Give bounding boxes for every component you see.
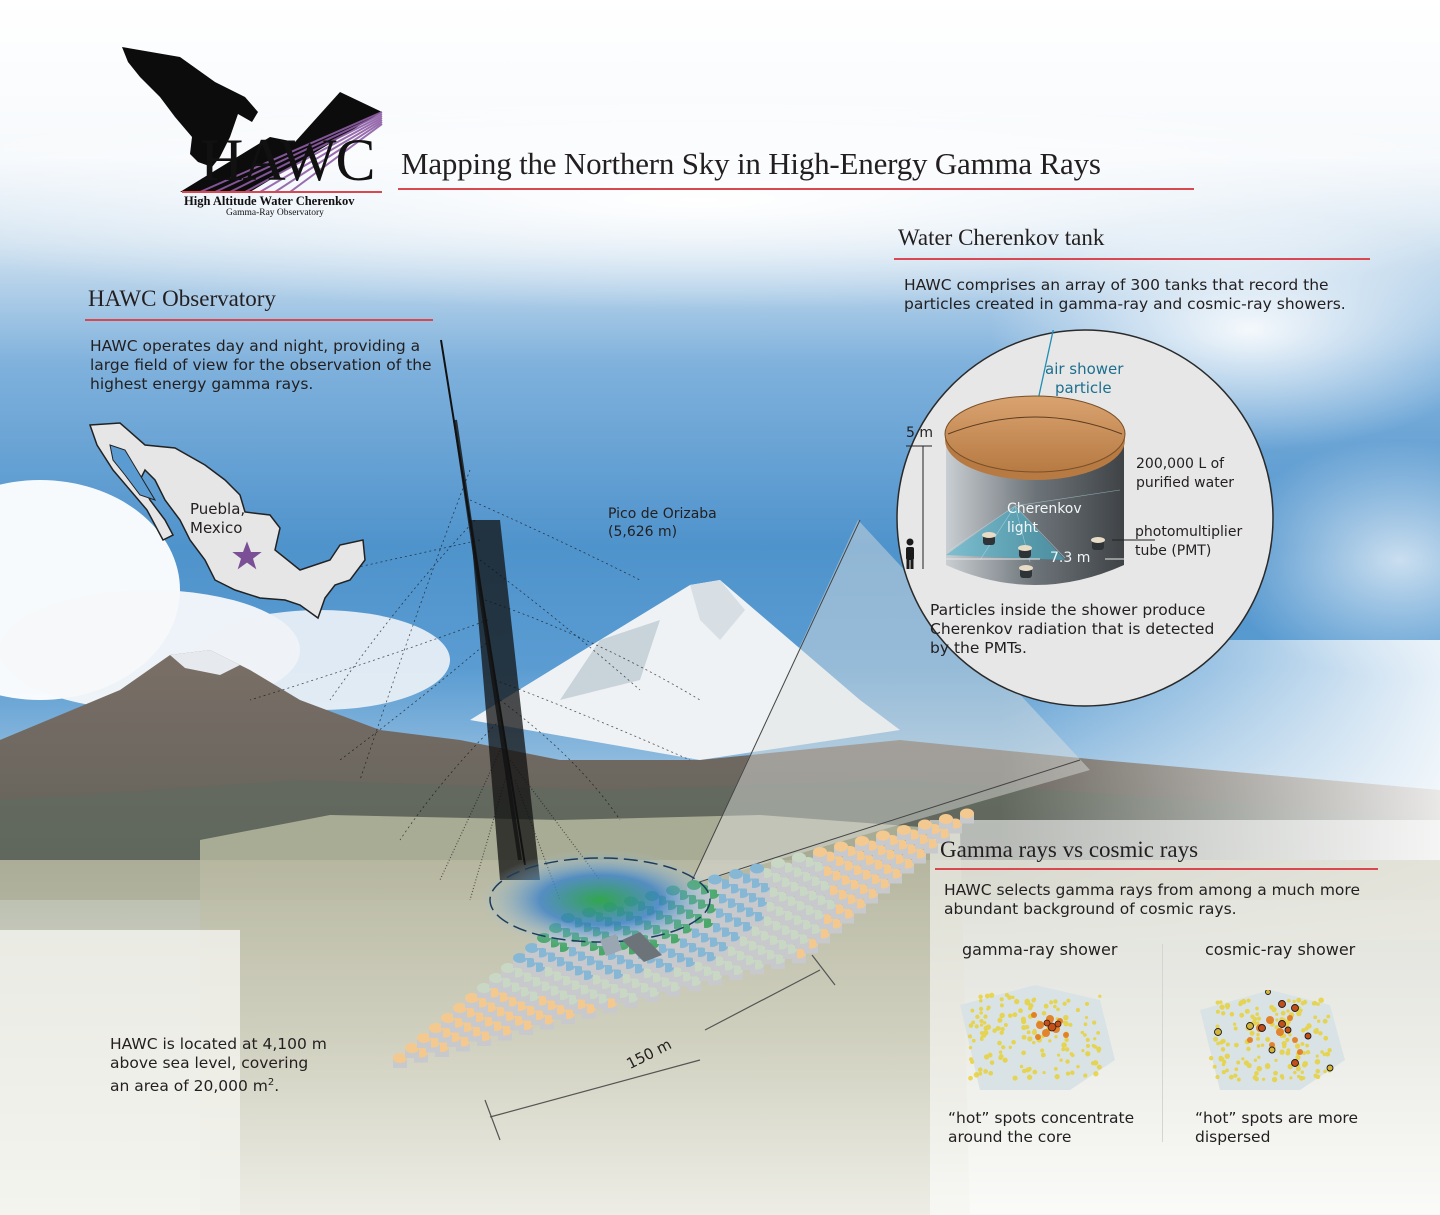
logo-full-name: High Altitude Water Cherenkov bbox=[184, 194, 355, 208]
location-period: . bbox=[274, 1077, 280, 1096]
air-shower-label-line1: air shower bbox=[1045, 360, 1124, 378]
mountain-name: Pico de Orizaba bbox=[608, 506, 717, 522]
tank-volume-line2: purified water bbox=[1136, 475, 1235, 491]
comparison-rule bbox=[935, 868, 1378, 870]
location-area-exponent: 2 bbox=[267, 1077, 275, 1088]
mountain-elevation: (5,626 m) bbox=[608, 524, 678, 540]
tank-description: HAWC comprises an array of 300 tanks tha… bbox=[904, 276, 1346, 313]
tank-heading: Water Cherenkov tank bbox=[898, 225, 1105, 250]
gamma-panel-title: gamma-ray shower bbox=[962, 940, 1118, 959]
observatory-heading: HAWC Observatory bbox=[88, 286, 276, 311]
gamma-shower-map bbox=[960, 985, 1115, 1090]
mexico-map: Puebla, Mexico bbox=[85, 420, 385, 620]
logo-subtitle: Gamma-Ray Observatory bbox=[226, 208, 324, 218]
cosmic-shower-panel: cosmic-ray shower “hot” spots are more d… bbox=[1190, 935, 1400, 1155]
observatory-description: HAWC operates day and night, providing a… bbox=[90, 337, 432, 393]
tank-diagram bbox=[906, 330, 1155, 585]
map-location-line1: Puebla, bbox=[190, 500, 246, 518]
cosmic-panel-title: cosmic-ray shower bbox=[1205, 940, 1356, 959]
cherenkov-light-line2: light bbox=[1007, 520, 1039, 536]
tank-rule bbox=[894, 258, 1370, 260]
location-line3: an area of 20,000 m2. bbox=[110, 1073, 370, 1096]
pmt-label-line2: tube (PMT) bbox=[1135, 543, 1212, 559]
air-shower-cascade bbox=[249, 339, 701, 901]
cherenkov-light-line1: Cherenkov bbox=[1007, 501, 1082, 517]
gamma-panel-caption: “hot” spots concentrate around the core bbox=[948, 1109, 1135, 1146]
star-icon bbox=[232, 541, 262, 570]
location-line1: HAWC is located at 4,100 m bbox=[110, 1035, 327, 1053]
hawc-logo: HAWC High Altitude Water Cherenkov Gamma… bbox=[120, 42, 390, 222]
location-line2: above sea level, covering bbox=[110, 1054, 309, 1072]
observatory-rule bbox=[85, 319, 433, 321]
person-scale-icon bbox=[906, 538, 914, 569]
tank-volume-line1: 200,000 L of bbox=[1136, 456, 1225, 472]
tank-diameter-label: 7.3 m bbox=[1050, 550, 1091, 566]
tank-height-label: 5 m bbox=[906, 425, 933, 441]
pmt-icons bbox=[982, 532, 1105, 578]
logo-rule bbox=[182, 191, 382, 193]
comparison-description: HAWC selects gamma rays from among a muc… bbox=[944, 881, 1360, 918]
tank-array bbox=[393, 808, 974, 1068]
logo-acronym: HAWC bbox=[200, 127, 376, 193]
tank-caption: Particles inside the shower produce Cher… bbox=[930, 601, 1215, 657]
map-location-line2: Mexico bbox=[190, 519, 243, 537]
location-area: an area of 20,000 m bbox=[110, 1077, 268, 1096]
pmt-label-line1: photomultiplier bbox=[1135, 524, 1243, 540]
cosmic-shower-map bbox=[1200, 990, 1345, 1090]
panel-divider bbox=[1162, 944, 1163, 1142]
comparison-heading: Gamma rays vs cosmic rays bbox=[940, 837, 1199, 862]
air-shower-label-line2: particle bbox=[1055, 379, 1112, 397]
gamma-shower-panel: gamma-ray shower “hot” spots concentrate… bbox=[940, 935, 1150, 1155]
location-description: HAWC is located at 4,100 m above sea lev… bbox=[110, 1035, 370, 1096]
mexico-outline bbox=[88, 422, 366, 620]
page-title: Mapping the Northern Sky in High-Energy … bbox=[401, 146, 1101, 181]
eagle-mountain-logo bbox=[122, 47, 383, 192]
title-rule bbox=[398, 188, 1194, 190]
cosmic-panel-caption: “hot” spots are more dispersed bbox=[1195, 1109, 1358, 1146]
